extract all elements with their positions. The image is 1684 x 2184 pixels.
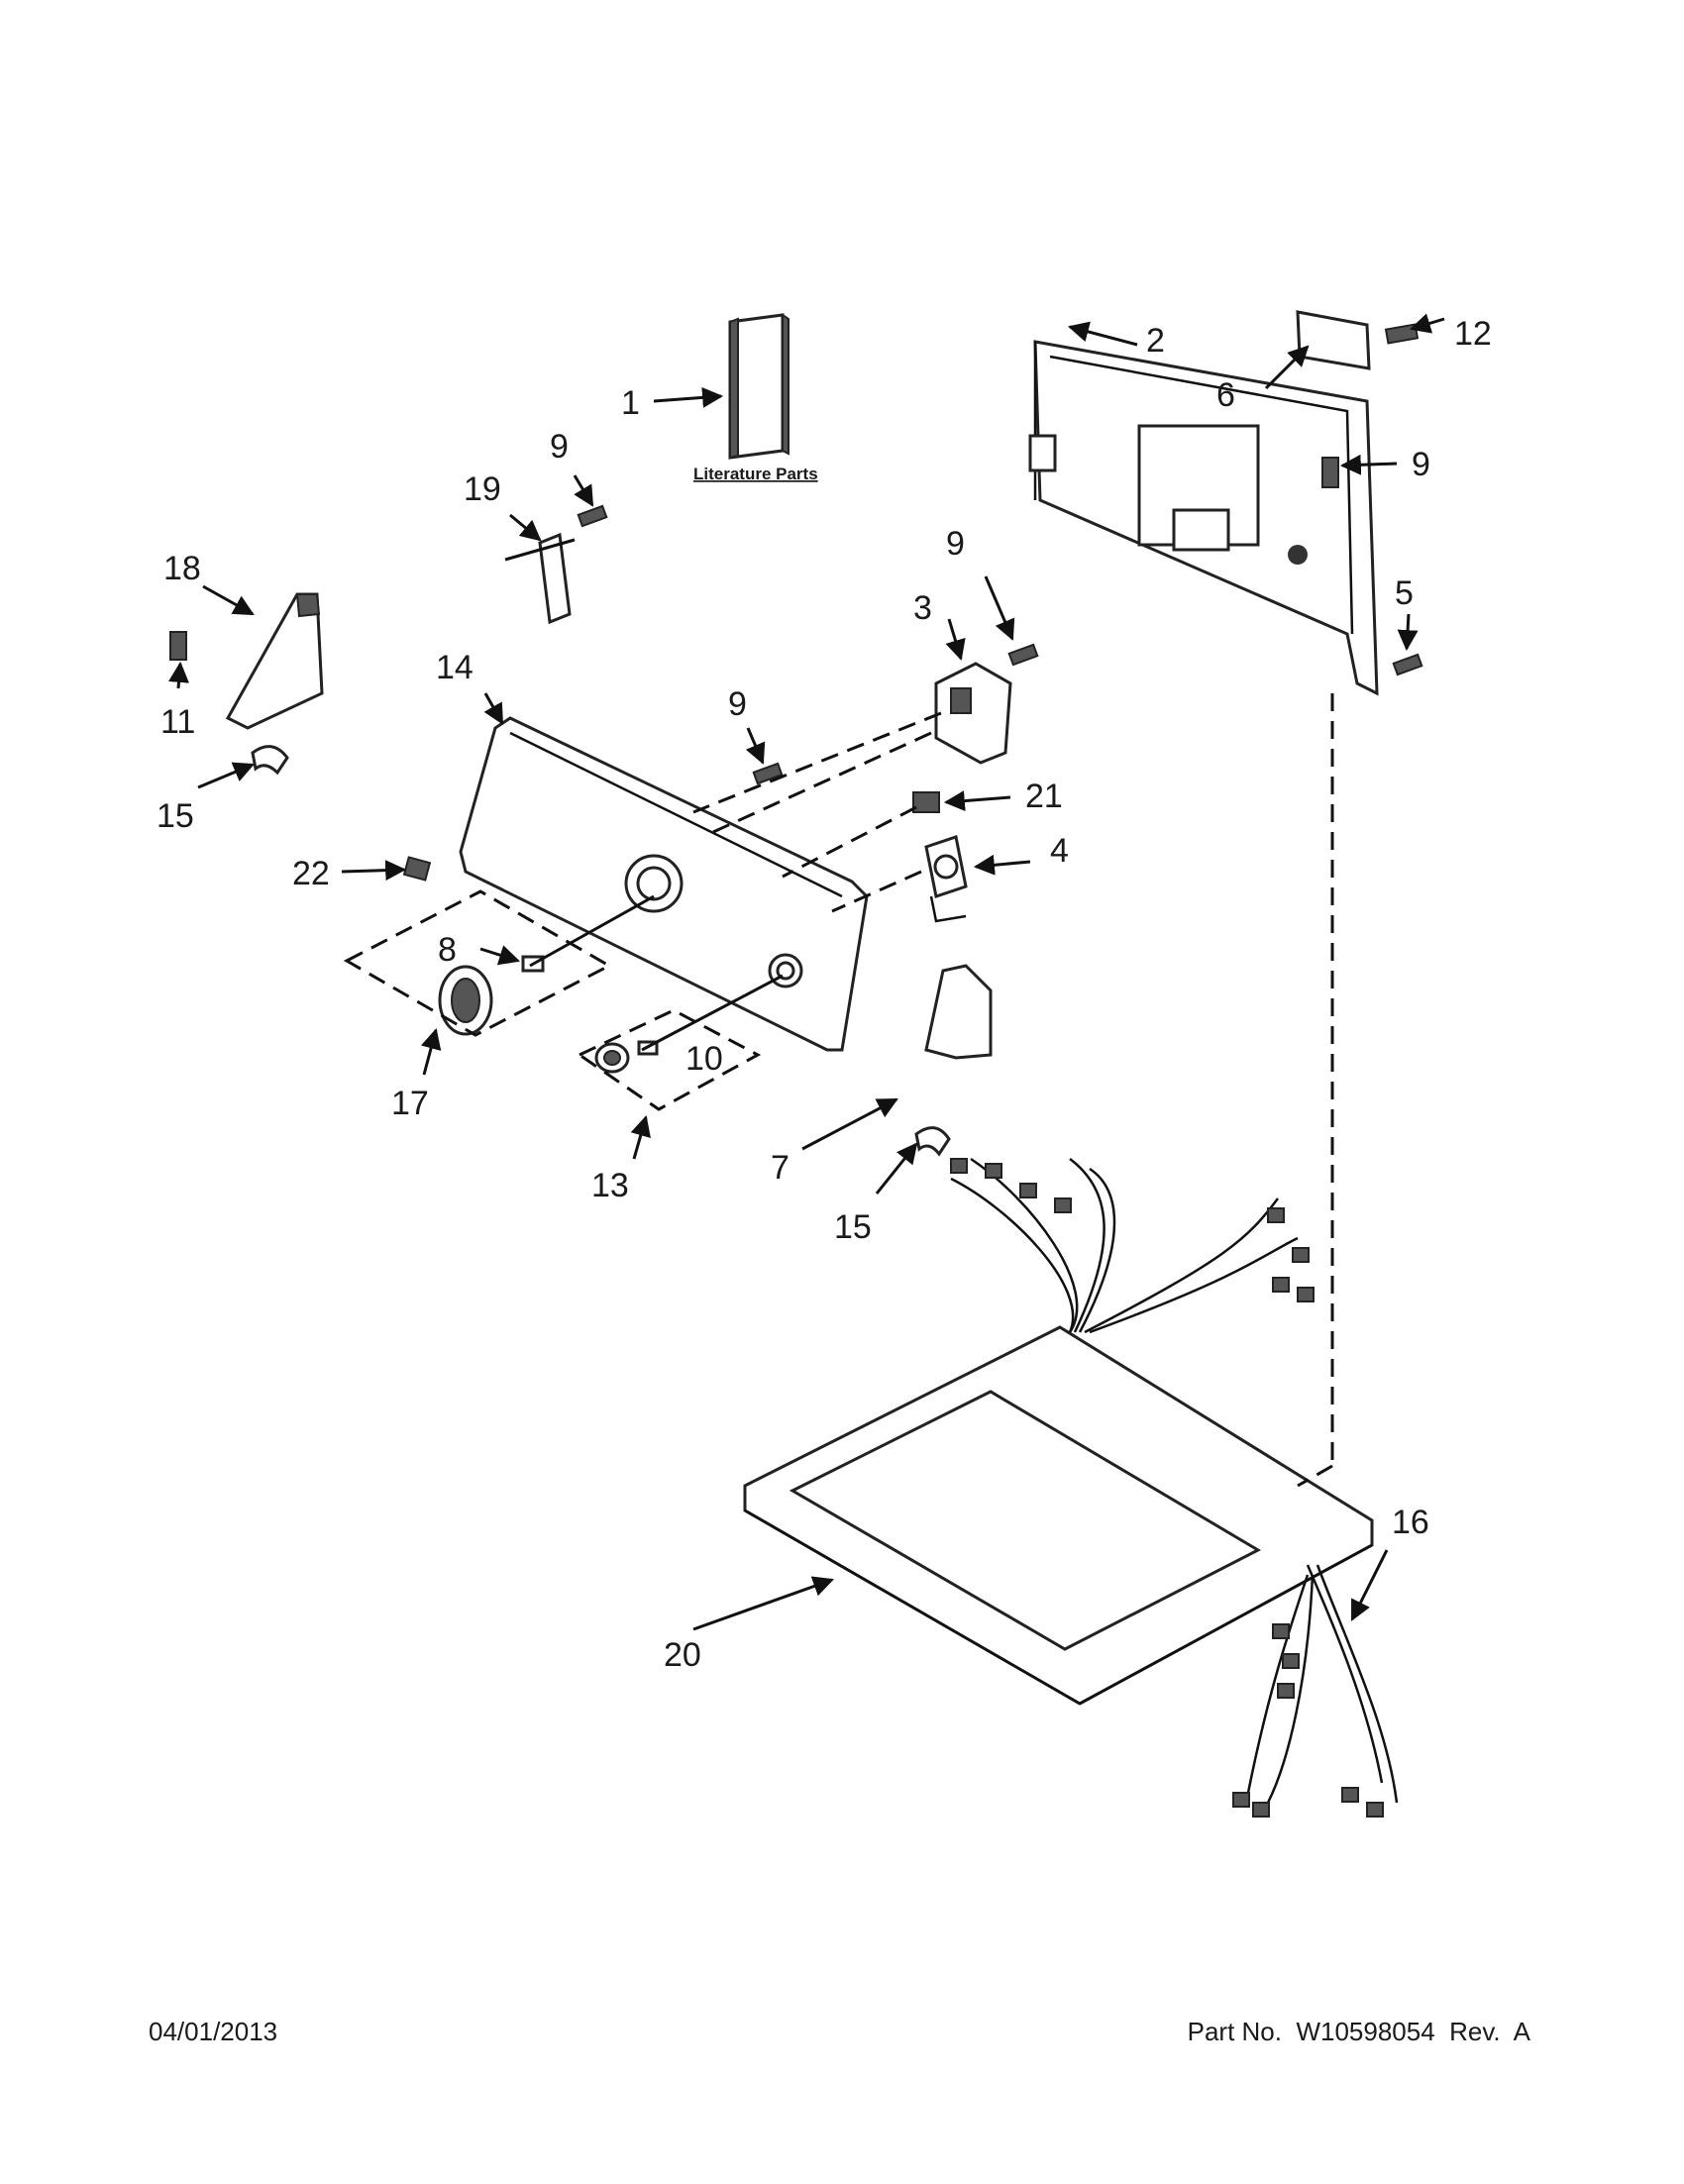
badge-22 — [402, 856, 432, 882]
wire-harness-upper — [950, 1157, 1315, 1334]
leader-arrows — [168, 313, 1445, 1631]
callout-21: 21 — [1025, 778, 1063, 815]
knob-group-17 — [343, 889, 613, 1037]
callout-2: 2 — [1146, 322, 1165, 360]
callout-20: 20 — [664, 1636, 701, 1674]
button-group-13 — [577, 1008, 762, 1111]
callout-13: 13 — [591, 1167, 629, 1204]
screw-9-top — [577, 504, 608, 528]
clip-15-right — [914, 1126, 951, 1157]
end-cap-18 — [225, 592, 324, 730]
callout-3: 3 — [913, 589, 932, 627]
callout-6: 6 — [1216, 376, 1235, 414]
callout-5: 5 — [1395, 574, 1414, 612]
footer-part-number: Part No. W10598054 Rev. A — [1188, 2017, 1531, 2046]
top-panel — [743, 1325, 1374, 1706]
screw-11 — [169, 631, 187, 661]
alignment-lines — [529, 693, 1334, 1488]
callout-9-console: 9 — [728, 685, 747, 723]
end-cap-7 — [924, 964, 993, 1060]
screw-9-switch — [1007, 643, 1039, 667]
callout-12: 12 — [1454, 315, 1492, 353]
callout-19: 19 — [464, 470, 501, 508]
callout-16: 16 — [1392, 1504, 1429, 1541]
connector-21 — [912, 791, 940, 813]
callout-9-switch: 9 — [946, 525, 965, 563]
callout-15-left: 15 — [157, 797, 194, 835]
callout-11: 11 — [160, 703, 195, 741]
literature-parts-label: Literature Parts — [693, 465, 818, 483]
wire-harness-16 — [1232, 1564, 1399, 1818]
footer-date: 04/01/2013 — [149, 2017, 277, 2046]
callout-7: 7 — [771, 1149, 789, 1187]
callout-8: 8 — [438, 931, 457, 969]
clip-15-left — [251, 745, 289, 776]
console-rear-bracket — [1028, 340, 1379, 696]
callout-10: 10 — [685, 1040, 723, 1078]
callout-1: 1 — [621, 384, 640, 422]
wire-clip-bracket — [1296, 310, 1371, 370]
callout-9-top: 9 — [550, 428, 569, 466]
timer-switch — [934, 662, 1012, 765]
callout-15-right: 15 — [834, 1208, 872, 1246]
screw-9-console — [752, 762, 784, 785]
callout-14: 14 — [436, 649, 474, 686]
callout-9-right: 9 — [1412, 446, 1430, 483]
screw-9-right — [1321, 457, 1339, 488]
callout-17: 17 — [391, 1085, 429, 1122]
callout-4: 4 — [1050, 832, 1069, 870]
screw-5 — [1392, 653, 1423, 676]
knob-17 — [438, 965, 493, 1036]
latch-19 — [504, 532, 576, 625]
switch-4 — [924, 835, 968, 923]
push-button-13 — [594, 1042, 630, 1074]
literature-book — [728, 313, 789, 460]
control-console — [459, 716, 869, 1052]
callout-22: 22 — [292, 855, 330, 892]
callout-18: 18 — [163, 550, 201, 587]
